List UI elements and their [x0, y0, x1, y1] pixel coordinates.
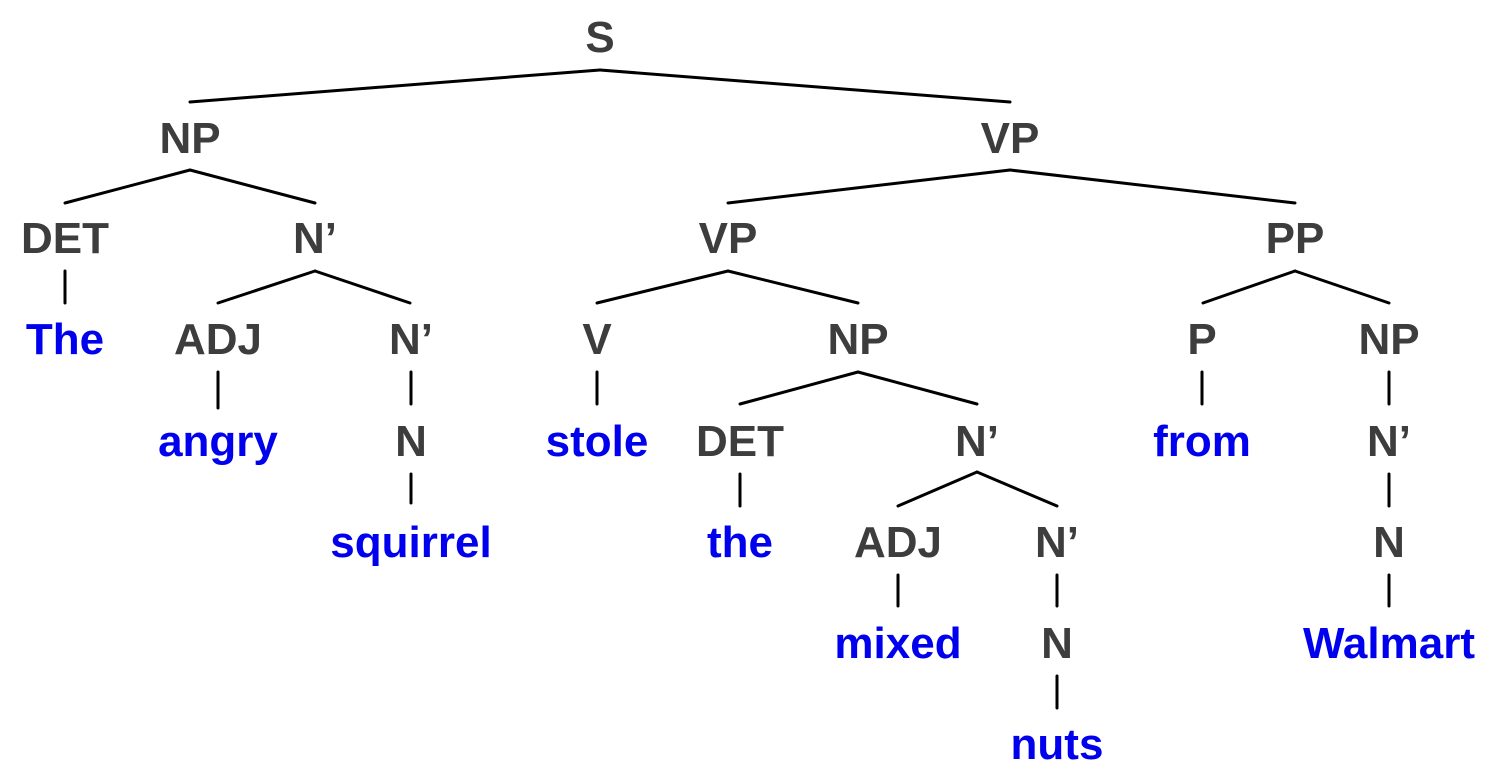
node-nbar-pp: N’ — [1367, 417, 1411, 466]
node-pp: PP — [1266, 214, 1325, 263]
node-vp-top: VP — [981, 114, 1040, 163]
edge-vp-v — [595, 269, 730, 305]
edge-nbar-nbar-obj — [975, 470, 1059, 508]
node-vp-inner: VP — [699, 214, 758, 263]
edge-pp-p — [1201, 269, 1297, 305]
edge-nbar-adj-obj — [896, 470, 979, 508]
word-angry: angry — [158, 417, 278, 466]
edge-np-nbar — [188, 168, 317, 205]
edge-vp-vp — [726, 168, 1012, 205]
edge-s-np — [188, 68, 602, 104]
node-v: V — [582, 315, 612, 364]
node-nbar-object-inner: N’ — [1035, 518, 1079, 567]
node-det-object: DET — [696, 417, 784, 466]
edge-s-vp — [598, 68, 1012, 104]
edge-np-nbar-obj — [856, 370, 979, 406]
node-s: S — [585, 13, 614, 62]
word-nuts: nuts — [1011, 720, 1104, 769]
word-the: the — [707, 518, 773, 567]
word-squirrel: squirrel — [330, 518, 491, 567]
edge-np-det-obj — [738, 370, 860, 406]
node-adj-object: ADJ — [854, 518, 942, 567]
edge-pp-np — [1293, 269, 1391, 305]
edge-nbar-nbar — [313, 269, 412, 305]
word-walmart: Walmart — [1303, 619, 1475, 668]
node-det-subject: DET — [21, 214, 109, 263]
edge-nbar-adj — [216, 269, 317, 305]
node-np-pp: NP — [1358, 315, 1419, 364]
node-n-pp: N — [1373, 518, 1405, 567]
node-nbar-subject: N’ — [293, 214, 337, 263]
node-nbar-object: N’ — [955, 417, 999, 466]
word-the-capital: The — [26, 315, 104, 364]
node-nbar-subject-inner: N’ — [389, 315, 433, 364]
node-adj-subject: ADJ — [174, 315, 262, 364]
edge-vp-np — [726, 269, 860, 305]
node-n-object: N — [1041, 619, 1073, 668]
node-n-subject: N — [395, 417, 427, 466]
word-from: from — [1153, 417, 1251, 466]
edge-np-det — [63, 168, 192, 205]
tree-nodes: S NP VP DET N’ VP PP The ADJ N’ V NP P N… — [21, 13, 1475, 769]
node-np-object: NP — [827, 315, 888, 364]
word-mixed: mixed — [834, 619, 961, 668]
word-stole: stole — [546, 417, 649, 466]
tree-edges — [63, 68, 1391, 710]
edge-vp-pp — [1008, 168, 1297, 205]
node-p: P — [1187, 315, 1216, 364]
node-np-subject: NP — [159, 114, 220, 163]
